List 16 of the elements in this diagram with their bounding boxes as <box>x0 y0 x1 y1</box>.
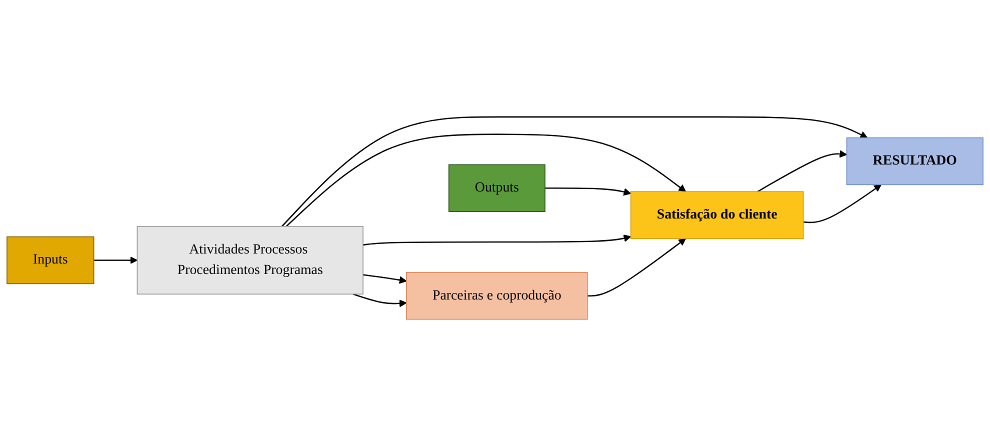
node-box: Outputs <box>448 164 546 212</box>
arrow <box>803 184 882 223</box>
arrow <box>587 238 686 296</box>
arrow <box>94 256 138 264</box>
node-box: Inputs <box>6 236 94 284</box>
node-box: RESULTADO <box>846 137 984 185</box>
node-box: Parceiras e coprodução <box>406 272 588 320</box>
arrow <box>362 234 632 246</box>
arrow <box>286 134 686 227</box>
arrow <box>281 116 868 227</box>
arrow <box>544 187 632 196</box>
arrow <box>362 274 407 284</box>
arrow <box>352 293 407 308</box>
node-box: Satisfação do cliente <box>630 191 804 239</box>
node-box: Atividades Processos Procedimentos Programas <box>136 226 364 294</box>
arrow <box>757 150 848 192</box>
